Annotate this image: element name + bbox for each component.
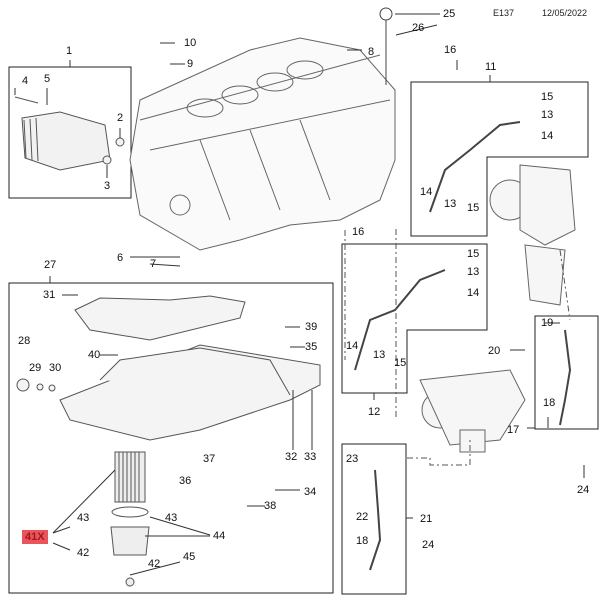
leader-lines [14,13,585,576]
diagram-code: E137 [493,8,515,18]
callout-5[interactable]: 5 [44,73,51,85]
callout-2[interactable]: 2 [117,112,124,124]
callout-4[interactable]: 4 [22,75,29,87]
callout-23[interactable]: 23 [346,453,359,465]
callout-29[interactable]: 29 [29,362,42,374]
callout-43[interactable]: 43 [77,512,90,524]
callout-33[interactable]: 33 [304,451,317,463]
callout-26[interactable]: 26 [412,22,425,34]
callout-45[interactable]: 45 [183,551,196,563]
callout-44[interactable]: 44 [213,530,226,542]
callout-32[interactable]: 32 [285,451,298,463]
callout-16[interactable]: 16 [444,44,457,56]
callout-3[interactable]: 3 [104,180,111,192]
callout-7[interactable]: 7 [150,258,157,270]
callout-14[interactable]: 14 [467,287,480,299]
callout-21[interactable]: 21 [420,513,433,525]
callout-13[interactable]: 13 [373,349,386,361]
oil-filter-drawing [110,451,150,587]
turbocharger-lower-drawing [419,369,526,453]
callout-24[interactable]: 24 [577,484,590,496]
callout-38[interactable]: 38 [264,500,277,512]
callout-36[interactable]: 36 [179,475,192,487]
callout-27[interactable]: 27 [44,259,57,271]
callout-17[interactable]: 17 [507,424,520,436]
callout-18[interactable]: 18 [543,397,556,409]
callout-42[interactable]: 42 [148,558,161,570]
callout-43[interactable]: 43 [165,512,178,524]
callout-35[interactable]: 35 [305,341,318,353]
dashed-leaders [344,229,571,466]
group-box-11 [410,81,589,237]
callout-22[interactable]: 22 [356,511,369,523]
callout-24[interactable]: 24 [422,539,435,551]
dipstick-drawing [379,7,393,85]
group-box-27 [8,282,334,594]
callout-20[interactable]: 20 [488,345,501,357]
diagram-date: 12/05/2022 [542,8,588,18]
callout-14[interactable]: 14 [346,340,359,352]
callout-42[interactable]: 42 [77,547,90,559]
callout-19[interactable]: 19 [541,317,554,329]
callout-28[interactable]: 28 [18,335,31,347]
callout-1[interactable]: 1 [66,45,73,57]
callout-15[interactable]: 15 [467,248,480,260]
engine-block-drawing [129,37,396,251]
group-box-17 [534,315,599,430]
callout-9[interactable]: 9 [187,58,194,70]
callout-12[interactable]: 12 [368,406,381,418]
callout-13[interactable]: 13 [467,266,480,278]
callout-15[interactable]: 15 [467,202,480,214]
callout-37[interactable]: 37 [203,453,216,465]
callout-41x-highlighted[interactable]: 41X [22,530,48,544]
callout-25[interactable]: 25 [443,8,456,20]
callout-15[interactable]: 15 [394,357,407,369]
oil-pipes-drawing [354,121,572,571]
callout-15[interactable]: 15 [541,91,554,103]
callout-30[interactable]: 30 [49,362,62,374]
callout-10[interactable]: 10 [184,37,197,49]
callout-16[interactable]: 16 [352,226,365,238]
oil-cooler-drawing [14,96,125,171]
callout-18[interactable]: 18 [356,535,369,547]
callout-34[interactable]: 34 [304,486,317,498]
callout-11[interactable]: 11 [485,61,497,73]
group-box-12 [341,243,488,394]
callout-8[interactable]: 8 [368,46,375,58]
callout-13[interactable]: 13 [541,109,554,121]
callout-6[interactable]: 6 [117,252,124,264]
callout-39[interactable]: 39 [305,321,318,333]
callout-14[interactable]: 14 [420,186,433,198]
callout-13[interactable]: 13 [444,198,457,210]
callout-40[interactable]: 40 [88,349,101,361]
oil-pan-drawing [16,295,321,441]
callout-14[interactable]: 14 [541,130,554,142]
group-box-21 [341,443,407,595]
callout-31[interactable]: 31 [43,289,56,301]
turbocharger-upper-drawing [489,164,576,306]
